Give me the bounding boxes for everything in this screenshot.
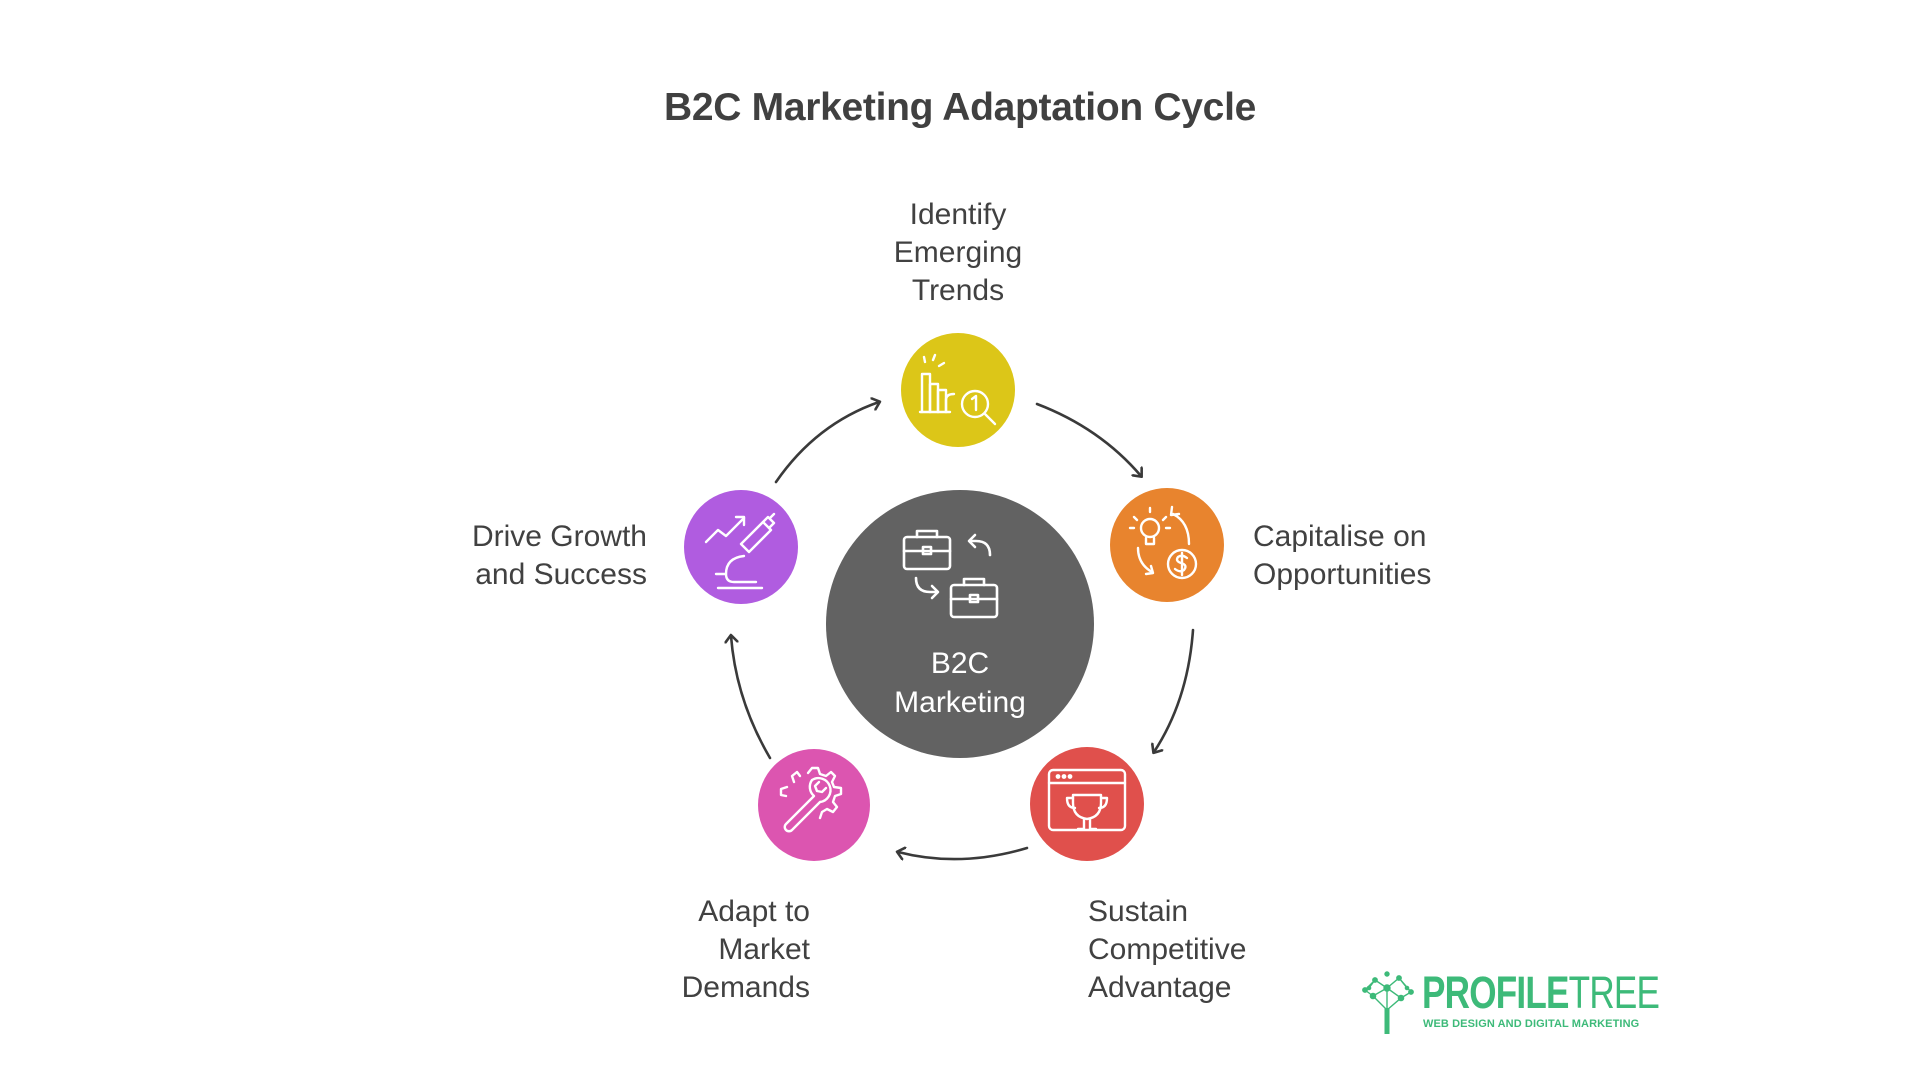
- step-adapt-node: [758, 749, 870, 861]
- arrow-capitalise-to-sustain: [1154, 628, 1195, 752]
- step-capitalise-node: [1110, 488, 1224, 602]
- microscope-growth-icon: [704, 512, 776, 590]
- step-drive-node: [684, 490, 798, 604]
- step-sustain-node: [1030, 747, 1144, 861]
- arrow-identify-to-capitalise: [1035, 402, 1141, 476]
- step-drive-label: Drive Growth and Success: [447, 518, 647, 594]
- label-line: Drive Growth: [471, 520, 647, 553]
- bar-chart-search-icon: [918, 353, 997, 426]
- logo-tagline: WEB DESIGN AND DIGITAL MARKETING: [1423, 1018, 1640, 1030]
- idea-money-cycle-icon: [1128, 505, 1198, 580]
- arrow-adapt-to-drive: [731, 636, 772, 760]
- center-label-line1: B2C: [930, 647, 990, 680]
- label-line: Market: [718, 933, 810, 966]
- label-line: Sustain: [1088, 895, 1189, 928]
- trophy-window-icon: [1047, 768, 1127, 832]
- logo-wordmark: PROFILETREE: [1422, 967, 1660, 1018]
- diagram-title: B2C Marketing Adaptation Cycle: [664, 86, 1256, 129]
- center-label-line2: Marketing: [894, 686, 1026, 719]
- label-line: Opportunities: [1253, 558, 1432, 591]
- logo-word-bold: PROFILE: [1422, 967, 1569, 1018]
- tree-network-icon: [1362, 971, 1414, 1034]
- center-label: B2C Marketing: [826, 644, 1094, 722]
- logo-word-light: TREE: [1568, 967, 1660, 1018]
- label-line: and Success: [475, 558, 647, 591]
- arrow-drive-to-identify: [774, 402, 879, 484]
- label-line: Demands: [681, 971, 810, 1004]
- label-line: Capitalise on: [1253, 520, 1427, 553]
- briefcase-exchange-icon: [902, 529, 999, 619]
- label-line: Competitive: [1088, 933, 1247, 966]
- label-line: Identify: [909, 198, 1007, 231]
- center-node: [826, 490, 1094, 758]
- label-line: Adapt to: [698, 895, 810, 928]
- gear-wrench-icon: [779, 766, 843, 833]
- arrow-sustain-to-adapt: [898, 848, 1029, 859]
- step-adapt-label: Adapt to Market Demands: [620, 893, 810, 1007]
- profiletree-logo: PROFILETREE WEB DESIGN AND DIGITAL MARKE…: [1360, 968, 1660, 1038]
- cycle-arrows: [731, 402, 1195, 859]
- step-sustain-label: Sustain Competitive Advantage: [1088, 893, 1246, 1007]
- label-line: Trends: [911, 274, 1005, 307]
- label-line: Emerging: [893, 236, 1023, 269]
- step-identify-label: Identify Emerging Trends: [820, 196, 1096, 310]
- step-capitalise-label: Capitalise on Opportunities: [1253, 518, 1431, 594]
- label-line: Advantage: [1088, 971, 1232, 1004]
- step-identify-node: [901, 333, 1015, 447]
